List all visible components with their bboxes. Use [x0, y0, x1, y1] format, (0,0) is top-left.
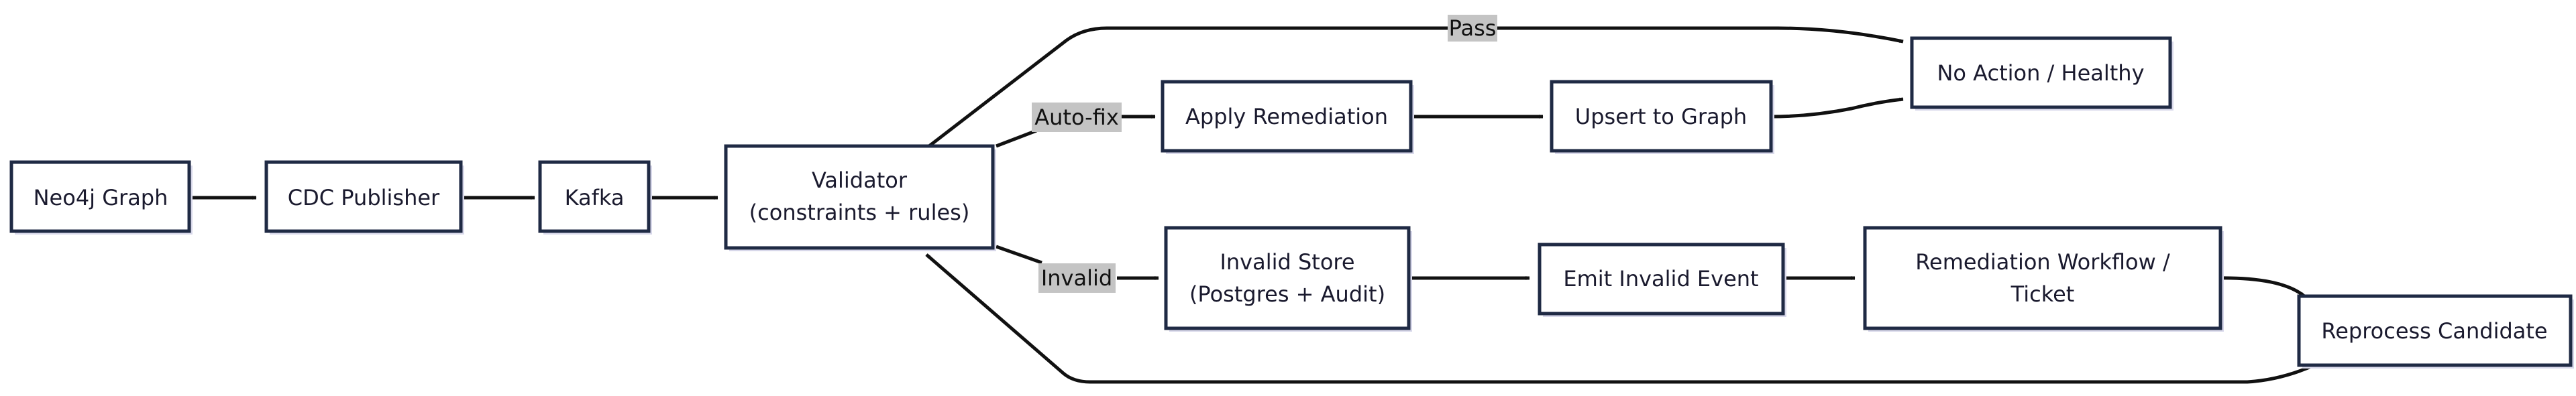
svg-text:CDC Publisher: CDC Publisher — [288, 185, 440, 210]
edge-validator-to-invalidstore — [996, 245, 1159, 280]
svg-text:Upsert to Graph: Upsert to Graph — [1575, 104, 1747, 129]
edge-workflow-to-reprocess — [2214, 276, 2306, 298]
edge-label-invalid: Invalid — [1038, 263, 1116, 293]
svg-text:No Action / Healthy: No Action / Healthy — [1937, 60, 2144, 86]
node-cdc-publisher: CDC Publisher — [264, 160, 464, 235]
node-emit-invalid-event: Emit Invalid Event — [1538, 243, 1786, 317]
svg-text:Remediation Workflow /: Remediation Workflow / — [1915, 249, 2170, 275]
edge-reprocess-to-validator — [925, 253, 2316, 384]
svg-text:Reprocess Candidate: Reprocess Candidate — [2321, 318, 2547, 344]
node-neo4j-graph: Neo4j Graph — [9, 160, 193, 235]
node-validator: Validator (constraints + rules) — [724, 144, 996, 251]
node-remediation-workflow: Remediation Workflow / Ticket — [1863, 226, 2224, 332]
svg-text:(Postgres + Audit): (Postgres + Audit) — [1189, 281, 1385, 307]
edge-label-autofix: Auto-fix — [1032, 103, 1122, 132]
node-kafka: Kafka — [538, 160, 652, 235]
edge-validator-to-apply — [996, 115, 1156, 148]
node-no-action-healthy: No Action / Healthy — [1910, 36, 2174, 111]
node-upsert-to-graph: Upsert to Graph — [1550, 80, 1774, 154]
svg-text:Validator: Validator — [812, 168, 908, 193]
svg-text:Ticket: Ticket — [2010, 281, 2075, 307]
edge-upsert-to-noaction — [1770, 97, 1904, 119]
node-apply-remediation: Apply Remediation — [1161, 80, 1414, 154]
edge-label-pass: Pass — [1448, 15, 1497, 42]
edge-validator-to-noaction-pass — [928, 26, 1904, 147]
node-invalid-store: Invalid Store (Postgres + Audit) — [1164, 226, 1412, 332]
svg-text:Neo4j Graph: Neo4j Graph — [34, 185, 168, 210]
node-reprocess-candidate: Reprocess Candidate — [2297, 294, 2574, 369]
svg-text:Pass: Pass — [1449, 15, 1497, 41]
svg-text:Apply Remediation: Apply Remediation — [1185, 104, 1388, 129]
svg-text:Auto-fix: Auto-fix — [1034, 105, 1119, 130]
svg-text:Invalid: Invalid — [1041, 265, 1112, 291]
svg-text:Emit Invalid Event: Emit Invalid Event — [1563, 266, 1758, 291]
svg-text:Invalid Store: Invalid Store — [1220, 249, 1354, 275]
svg-text:Kafka: Kafka — [565, 185, 625, 210]
svg-text:(constraints + rules): (constraints + rules) — [749, 200, 970, 225]
